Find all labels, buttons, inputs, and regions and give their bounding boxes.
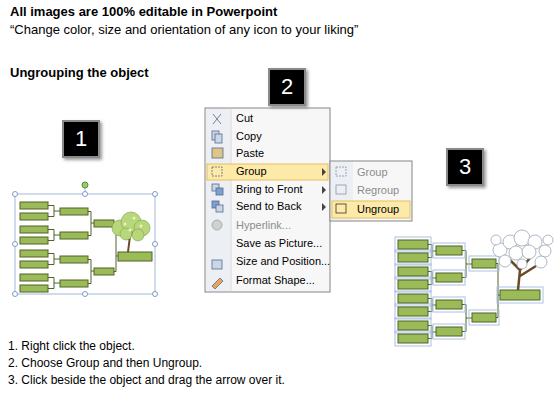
callout-number: 2 bbox=[281, 74, 293, 100]
submenu-item: Ungroup bbox=[357, 203, 399, 216]
instruction-step: 3. Click beside the object and drag the … bbox=[8, 374, 285, 388]
callout-number: 1 bbox=[75, 126, 87, 152]
grouped-bracket bbox=[13, 182, 158, 297]
ungrouped-bracket bbox=[395, 230, 553, 346]
menu-item: Paste bbox=[236, 147, 264, 160]
menu-item: Save as Picture... bbox=[236, 237, 322, 250]
section-heading: Ungrouping the object bbox=[10, 66, 149, 81]
slide-title: All images are 100% editable in Powerpoi… bbox=[10, 5, 277, 20]
menu-item: Size and Position... bbox=[236, 255, 330, 268]
context-menu bbox=[205, 108, 330, 292]
menu-item: Copy bbox=[236, 130, 262, 143]
instruction-step: 1. Right click the object. bbox=[8, 340, 135, 354]
menu-item: Hyperlink... bbox=[236, 219, 291, 232]
submenu-item: Regroup bbox=[357, 184, 399, 197]
menu-item: Format Shape... bbox=[236, 274, 315, 287]
callout-box: 2 bbox=[268, 68, 306, 106]
submenu bbox=[330, 161, 412, 221]
submenu-item: Group bbox=[357, 166, 388, 179]
callout-box: 1 bbox=[62, 120, 100, 158]
callout-box: 3 bbox=[446, 148, 484, 186]
menu-item: Cut bbox=[236, 112, 253, 125]
menu-item: Group bbox=[236, 165, 267, 178]
instruction-step: 2. Choose Group and then Ungroup. bbox=[8, 357, 202, 371]
subtitle: “Change color, size and orientation of a… bbox=[10, 23, 358, 38]
callout-number: 3 bbox=[459, 154, 471, 180]
menu-item: Bring to Front bbox=[236, 183, 303, 196]
menu-item: Send to Back bbox=[236, 200, 301, 213]
